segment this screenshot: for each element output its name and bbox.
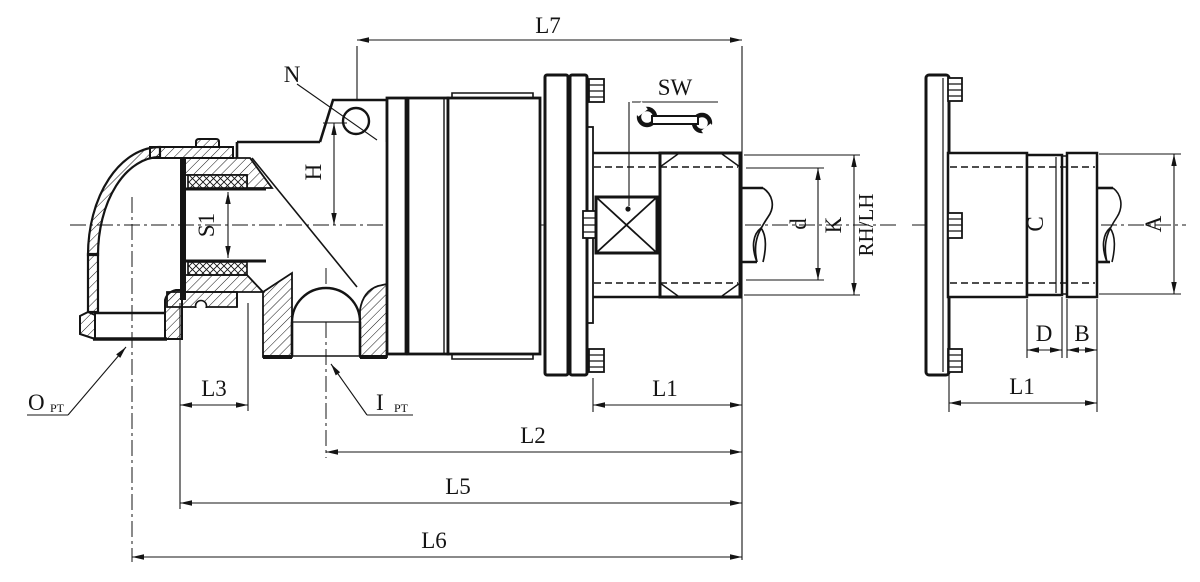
dim-l2-label: L2 <box>520 423 546 448</box>
dim-s1-label: S1 <box>194 213 219 237</box>
lug-hole <box>341 106 371 136</box>
dim-l1side-label: L1 <box>1009 374 1035 399</box>
side-bolt-top <box>947 77 963 102</box>
dim-l3: L3 <box>179 303 249 509</box>
dim-l1-side: L1 <box>948 300 1097 412</box>
dim-d-side: D <box>1026 297 1063 358</box>
callout-i-port: I PT <box>330 363 413 416</box>
main-cylinder <box>446 96 542 356</box>
rhlh-label: RH/LH <box>854 194 878 257</box>
o-port-label: O <box>28 390 45 415</box>
dim-d: d <box>746 167 824 281</box>
dim-k-label: K <box>821 216 846 233</box>
flange-bolt-bottom <box>588 348 605 373</box>
rotor-housing <box>385 73 605 377</box>
cylinder-bottom-sleeve <box>451 354 534 360</box>
elbow-tab <box>195 138 220 148</box>
dim-l5-label: L5 <box>445 474 471 499</box>
dim-c: C <box>1023 216 1048 231</box>
dim-l7-label: L7 <box>535 13 561 38</box>
bearing-cross <box>595 196 658 254</box>
dim-l6-label: L6 <box>421 528 447 553</box>
side-view <box>924 73 1122 377</box>
elbow-left-wall <box>86 252 100 314</box>
side-shaft-break-lens <box>1102 226 1116 263</box>
dim-k: K <box>744 154 860 296</box>
wrench-icon <box>632 101 717 139</box>
port-right-wedge <box>359 282 388 358</box>
sw-callout: SW <box>628 75 718 206</box>
cylinder-top-sleeve <box>451 92 534 98</box>
dim-dside-label: D <box>1036 321 1053 346</box>
housing-body <box>235 83 389 359</box>
union-lower-thread <box>187 261 248 276</box>
dim-h-label: H <box>301 164 326 181</box>
body-slope-edge <box>251 157 358 288</box>
i-port-sub: PT <box>394 401 409 415</box>
hex-nut <box>658 151 742 299</box>
dim-l6: L6 <box>132 528 742 560</box>
side-ring-b <box>1065 151 1099 299</box>
dim-b-label: B <box>1074 321 1089 346</box>
dim-h: H <box>301 122 347 225</box>
side-bolt-bottom <box>947 348 963 373</box>
port-left-column <box>262 271 293 358</box>
inlet-port-dome <box>290 286 362 323</box>
shaft-break-line <box>754 187 774 263</box>
shaft-break-lens <box>752 226 767 263</box>
ring-2 <box>406 96 450 356</box>
n-leader-line <box>296 83 378 141</box>
dim-a-label: A <box>1141 215 1166 232</box>
dim-l1-main: L1 <box>592 376 742 412</box>
union-fitting <box>166 157 274 317</box>
callout-o-port: O PT <box>27 346 127 416</box>
flange-bolt-middle <box>582 210 597 239</box>
dim-l1-label: L1 <box>652 376 678 401</box>
elbow-curve-wall <box>86 145 162 257</box>
flange-bolt-top <box>588 78 605 103</box>
dim-d-label: d <box>786 218 811 230</box>
elbow <box>79 138 234 341</box>
dim-c-label: C <box>1023 216 1048 231</box>
hex-nut-chamfers <box>659 153 741 297</box>
dim-s1: S1 <box>194 192 231 258</box>
union-left-wall <box>180 158 186 300</box>
o-port-sub: PT <box>50 401 65 415</box>
i-port-label: I <box>376 390 384 415</box>
dim-l3-label: L3 <box>201 376 227 401</box>
side-bolt-middle <box>947 212 963 239</box>
foot-notch-mask <box>192 308 210 317</box>
dim-l7: L7 <box>356 13 743 560</box>
side-flange-plate <box>924 73 951 377</box>
dim-b: B <box>1066 299 1098 412</box>
ring-1 <box>385 96 408 356</box>
sw-label: SW <box>658 75 693 100</box>
elbow-top-flange <box>149 146 234 159</box>
flange-plate-1 <box>543 73 570 377</box>
dim-l2: L2 <box>326 423 742 455</box>
union-upper-thread <box>187 174 248 189</box>
outlet-bell-left <box>79 310 96 341</box>
sw-leader-dot <box>625 206 631 212</box>
side-shaft-break <box>1104 187 1122 263</box>
n-label: N <box>284 62 301 87</box>
dim-a: A <box>1099 153 1181 295</box>
union-lower-body <box>183 274 266 293</box>
shaft-assembly <box>593 151 774 299</box>
dim-n: N <box>284 62 301 87</box>
dim-l5: L5 <box>180 474 742 506</box>
dim-rhlh: RH/LH <box>854 194 878 257</box>
